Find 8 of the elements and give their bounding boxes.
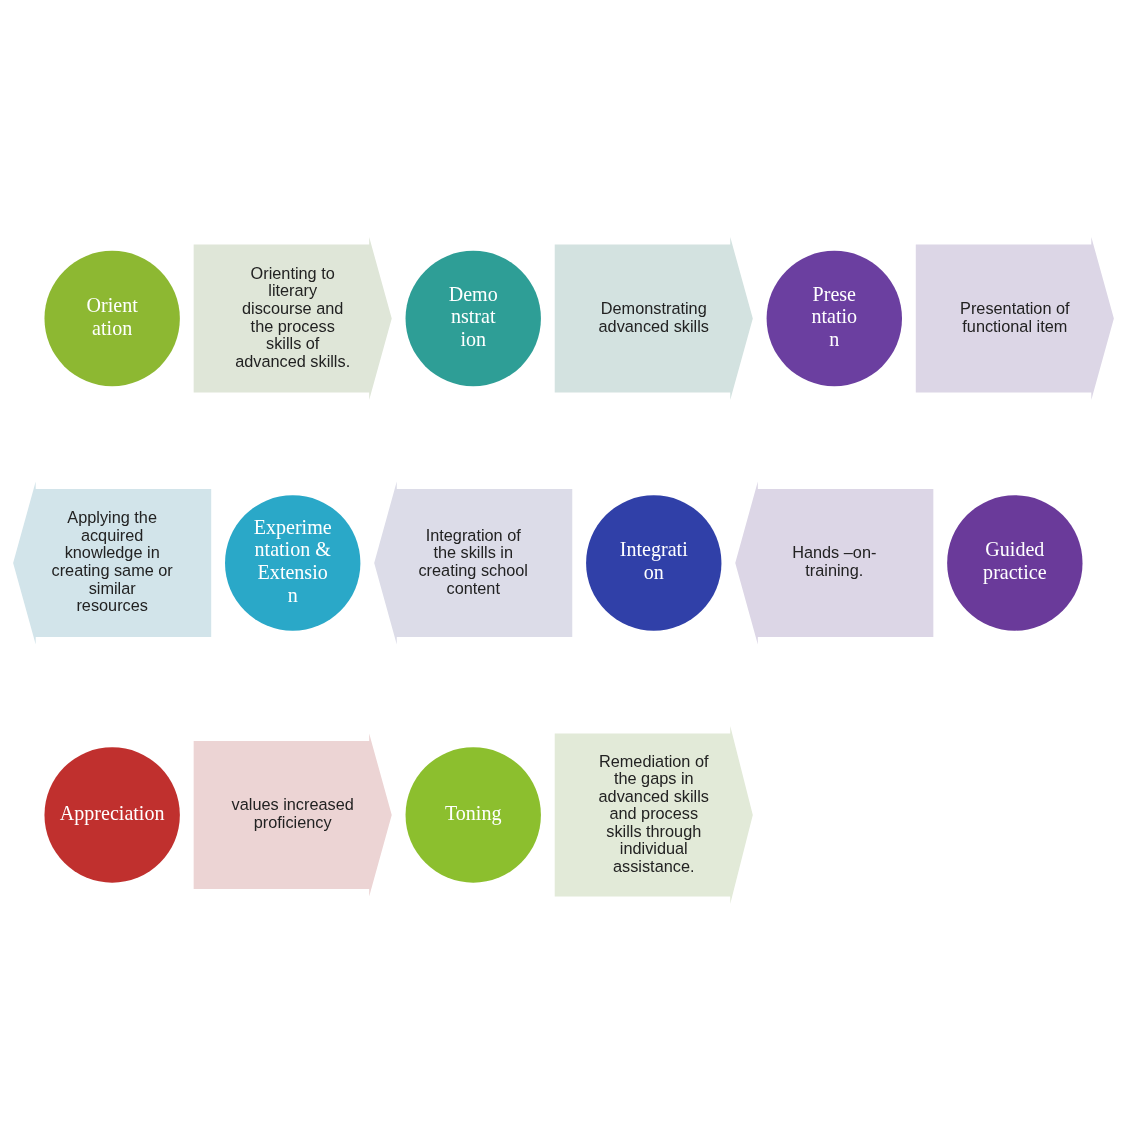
node-circle: Appreciation	[44, 746, 180, 883]
node-circle: Toning	[405, 746, 541, 883]
node-circle: Guided practice	[947, 494, 1083, 631]
node-circle: Prese ntatio n	[766, 250, 902, 386]
node-circle: Experime ntation & Extensio n	[225, 494, 361, 631]
node-circle: Demo nstrat ion	[405, 250, 541, 386]
node-circle: Orient ation	[44, 250, 180, 386]
node-circle: Integrati on	[586, 494, 722, 631]
